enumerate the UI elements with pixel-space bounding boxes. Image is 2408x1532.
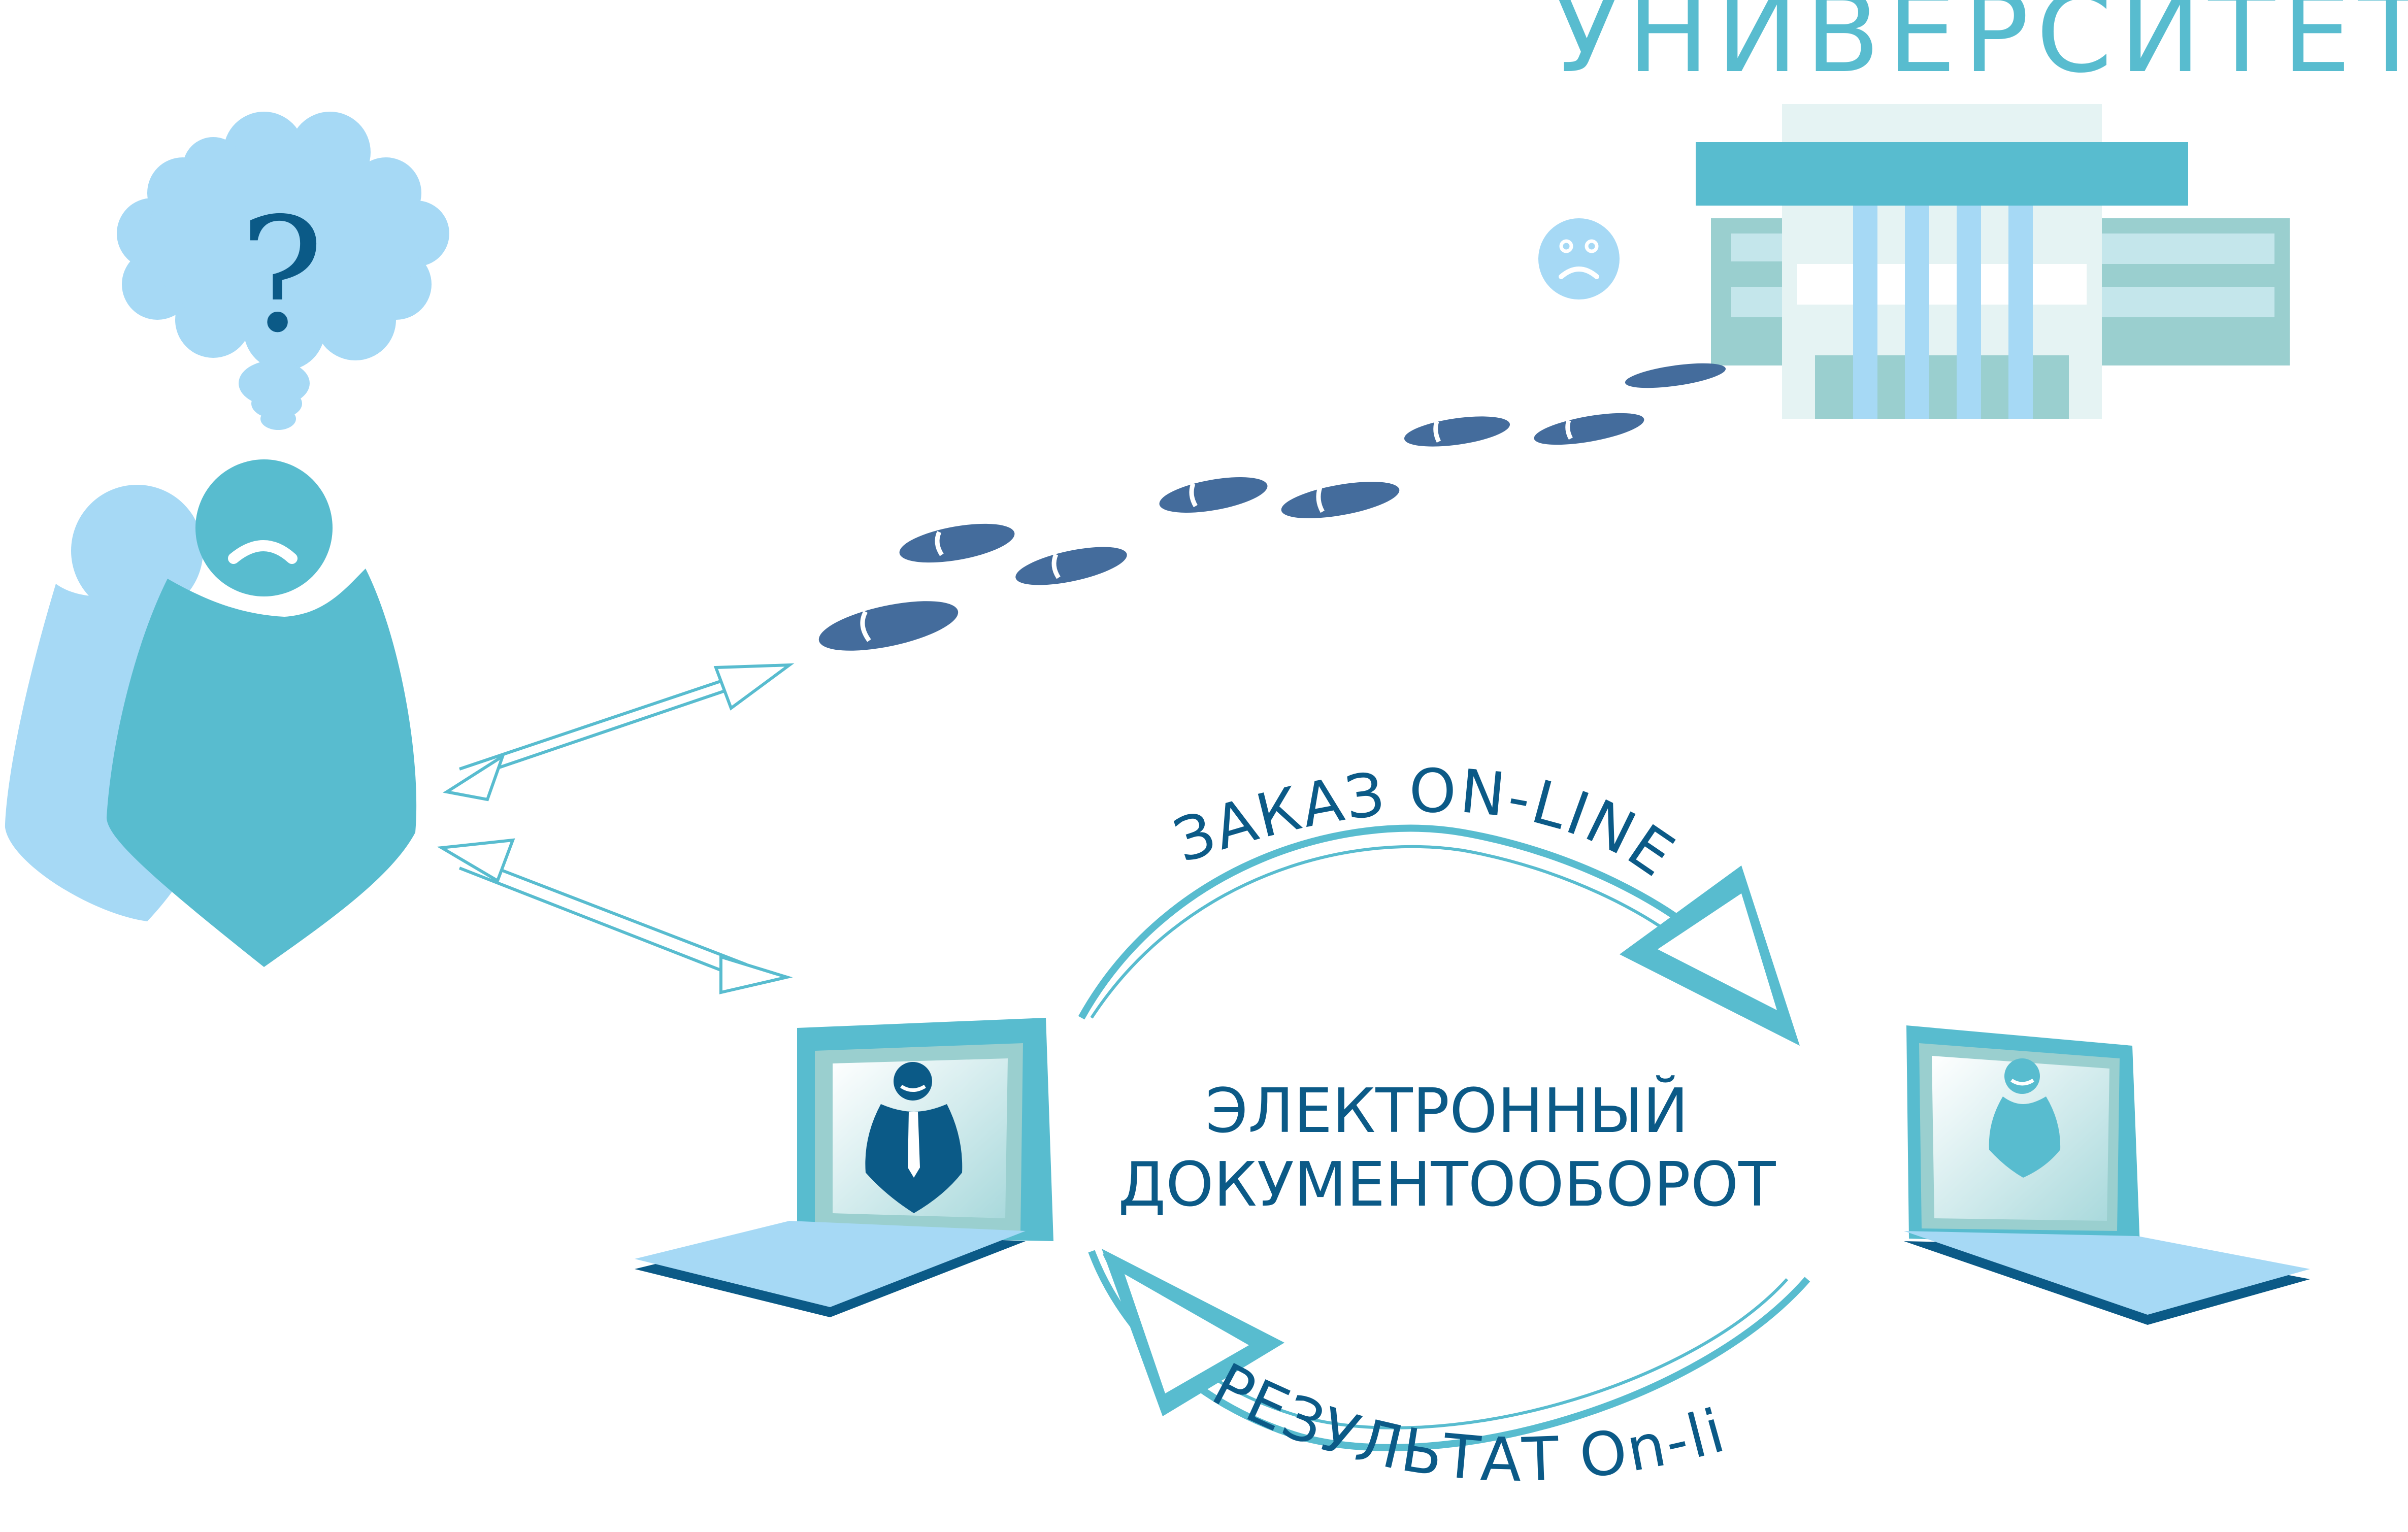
- arrow-to-laptop: [437, 838, 793, 994]
- laptop-left: [635, 1018, 1053, 1317]
- person-front-icon: [107, 459, 417, 967]
- arrow-to-footprints: [442, 663, 795, 802]
- manager-avatar-icon: [865, 1062, 963, 1213]
- university-building: [1696, 104, 2290, 419]
- footprints-path: [818, 363, 1726, 651]
- arc-top-arrowhead: [1620, 865, 1800, 1046]
- university-title: УНИВЕРСИТЕТ: [1554, 0, 2408, 97]
- center-title-line1: ЭЛЕКТРОННЫЙ: [1205, 1076, 1688, 1147]
- thought-bubble: [117, 112, 449, 430]
- question-mark: ?: [240, 184, 324, 368]
- center-title-line2: ДОКУМЕНТООБОРОТ: [1118, 1150, 1776, 1220]
- arc-bottom-arrowhead: [1102, 1249, 1284, 1416]
- sad-face-icon: [1538, 218, 1620, 299]
- user-avatar-icon: [1989, 1058, 2061, 1178]
- arc-top: [1078, 824, 1719, 1020]
- laptop-right: [1904, 1025, 2310, 1325]
